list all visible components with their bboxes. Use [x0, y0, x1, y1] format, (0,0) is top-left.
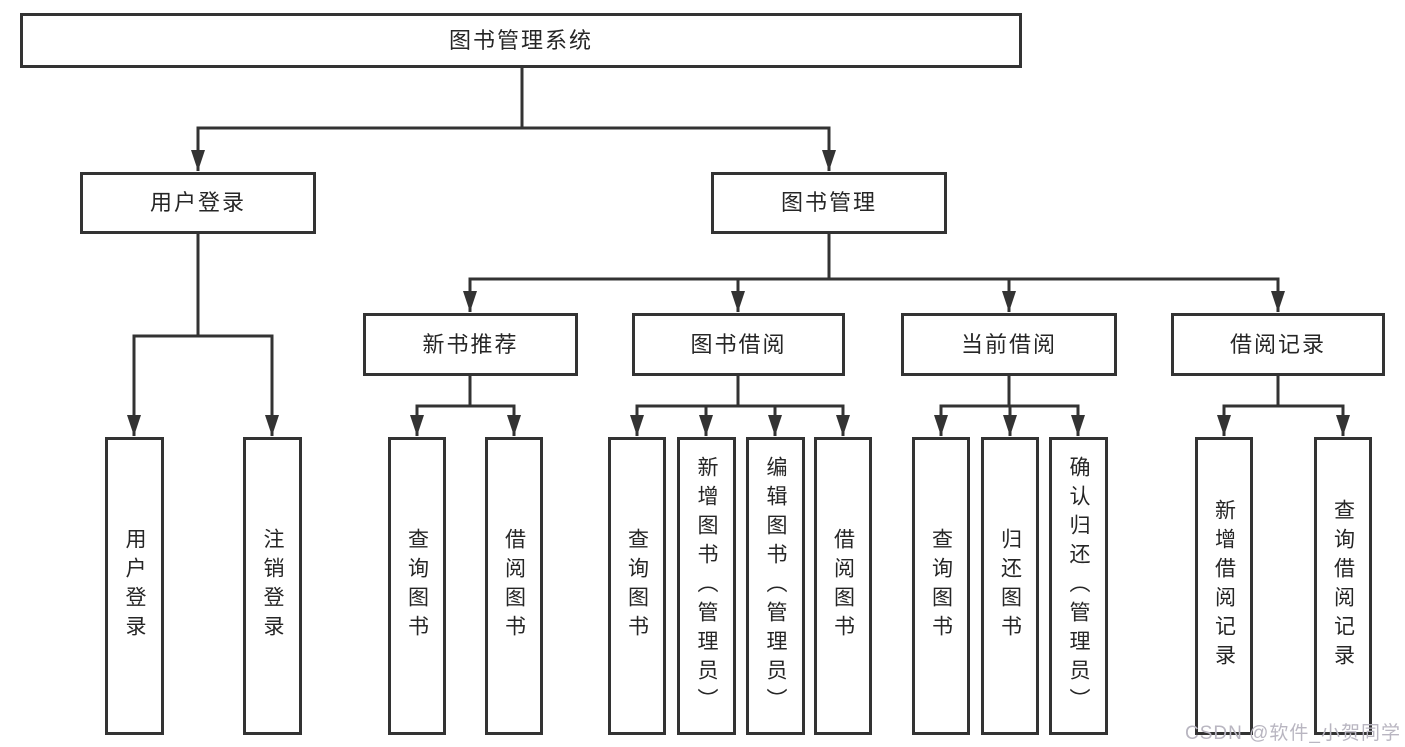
leaf-label: 查询借阅记录 — [1331, 499, 1355, 673]
leaf-label: 查询图书 — [405, 528, 429, 644]
leaf-query-books-current: 查询图书 — [912, 437, 970, 735]
leaf-borrow-books-borrowing: 借阅图书 — [814, 437, 872, 735]
node-book-management: 图书管理 — [711, 172, 947, 234]
leaf-label: 查询图书 — [625, 528, 649, 644]
leaf-add-book-admin: 新增图书（管理员） — [677, 437, 736, 735]
leaf-label: 确认归还（管理员） — [1067, 455, 1090, 717]
leaf-label: 新增借阅记录 — [1212, 499, 1236, 673]
leaf-query-borrow-record: 查询借阅记录 — [1314, 437, 1372, 735]
leaf-query-books-borrowing: 查询图书 — [608, 437, 666, 735]
leaf-query-books-recommend: 查询图书 — [388, 437, 446, 735]
connector-user-login-to-leaves — [127, 234, 279, 436]
node-label: 当前借阅 — [960, 331, 1057, 357]
connector-book-management-to-level3 — [463, 234, 1285, 312]
connector-new-book-recommend-to-leaves — [410, 376, 521, 436]
leaf-label: 编辑图书（管理员） — [764, 455, 787, 717]
leaf-add-borrow-record: 新增借阅记录 — [1195, 437, 1253, 735]
leaf-label: 借阅图书 — [831, 528, 855, 644]
node-borrow-records: 借阅记录 — [1171, 313, 1385, 376]
connector-book-borrowing-to-leaves — [630, 376, 850, 436]
node-current-borrowing: 当前借阅 — [901, 313, 1117, 376]
leaf-label: 用户登录 — [123, 528, 146, 644]
leaf-edit-book-admin: 编辑图书（管理员） — [746, 437, 805, 735]
connector-current-borrowing-to-leaves — [934, 376, 1085, 436]
node-label: 图书借阅 — [690, 331, 787, 357]
leaf-label: 查询图书 — [929, 528, 953, 644]
leaf-return-books: 归还图书 — [981, 437, 1039, 735]
leaf-label: 新增图书（管理员） — [695, 455, 718, 717]
node-user-login: 用户登录 — [80, 172, 316, 234]
node-root-library-system: 图书管理系统 — [20, 13, 1022, 68]
node-book-borrowing: 图书借阅 — [632, 313, 845, 376]
leaf-confirm-return-admin: 确认归还（管理员） — [1049, 437, 1108, 735]
leaf-label: 归还图书 — [998, 528, 1022, 644]
node-label: 图书管理 — [780, 190, 877, 215]
node-label: 新书推荐 — [422, 331, 519, 357]
connector-borrow-records-to-leaves — [1217, 376, 1350, 436]
leaf-logout-login: 注销登录 — [243, 437, 302, 735]
leaf-borrow-books-recommend: 借阅图书 — [485, 437, 543, 735]
connector-root-to-level2 — [191, 68, 836, 171]
csdn-watermark: CSDN @软件_小贺同学 — [1185, 723, 1401, 744]
node-label: 用户登录 — [149, 190, 246, 215]
node-label: 借阅记录 — [1229, 331, 1326, 357]
node-new-book-recommend: 新书推荐 — [363, 313, 578, 376]
leaf-label: 注销登录 — [261, 528, 284, 644]
node-label: 图书管理系统 — [448, 27, 593, 53]
leaf-label: 借阅图书 — [502, 528, 526, 644]
leaf-user-login: 用户登录 — [105, 437, 164, 735]
